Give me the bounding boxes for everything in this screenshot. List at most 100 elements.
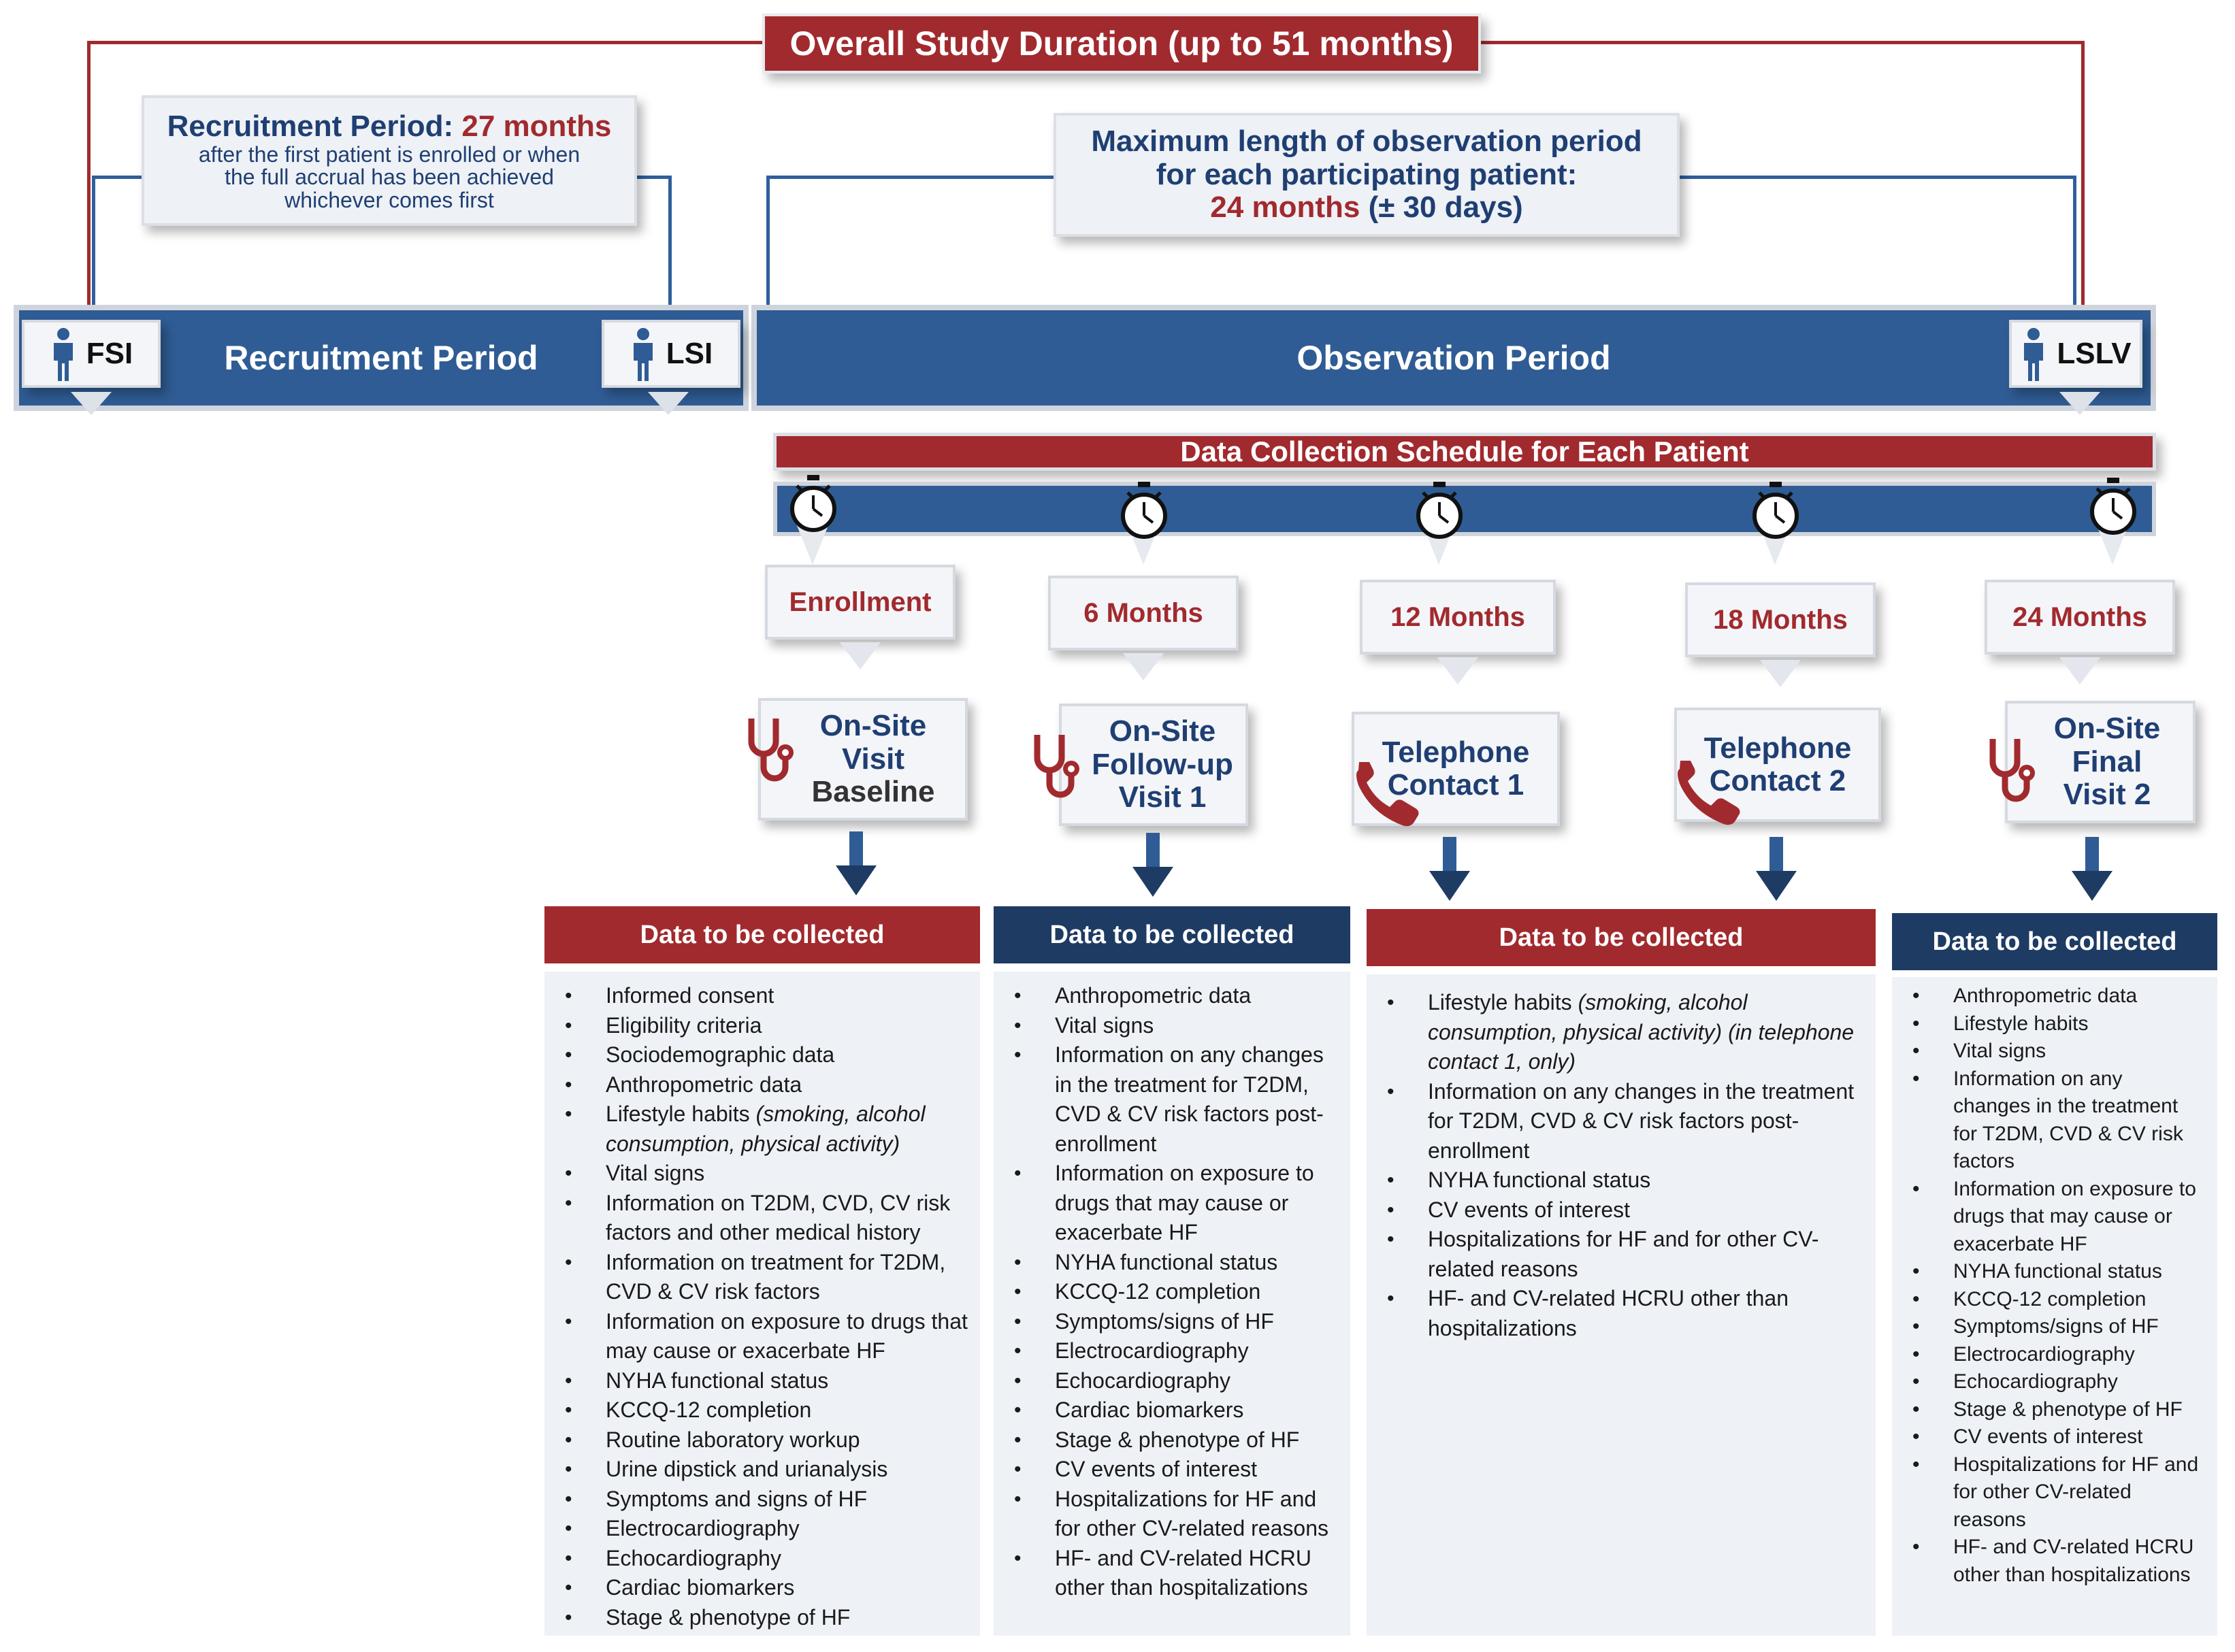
month-pointer-5 <box>2059 657 2100 684</box>
list-item: Sociodemographic data <box>544 1040 980 1070</box>
data-list-column-1: Informed consentEligibility criteriaSoci… <box>544 972 980 1636</box>
fsi-label: FSI <box>86 337 133 370</box>
data-list-column-3: Lifestyle habits (smoking, alcohol consu… <box>1367 974 1876 1636</box>
list-item: Electrocardiography <box>1892 1341 2217 1369</box>
phone-icon <box>1678 761 1740 825</box>
list-item: Lifestyle habits <box>1892 1010 2217 1038</box>
observation-period-band: Observation Period <box>751 305 2156 411</box>
month-box-18-months: 18 Months <box>1685 582 1876 657</box>
month-pointer-4 <box>1760 660 1801 687</box>
visit-box-follow-up-1: On-Site Follow-up Visit 1 <box>1059 704 1248 826</box>
obs-bracket-right-v <box>2073 176 2076 306</box>
recruit-bracket-right-h <box>633 176 671 179</box>
visit-box-final-2: On-Site Final Visit 2 <box>2005 701 2196 823</box>
recruit-bracket-left-v <box>92 176 95 306</box>
visit-box-telephone-2: Telephone Contact 2 <box>1674 708 1881 822</box>
list-item-text: Lifestyle habits <box>606 1102 756 1126</box>
list-item: Information on any changes in the treatm… <box>1892 1065 2217 1176</box>
list-item: Stage & phenotype of HF <box>544 1603 980 1633</box>
recruitment-line-1: after the first patient is enrolled or w… <box>198 142 581 167</box>
obs-bracket-left-h <box>766 176 1059 179</box>
month-box-6-months: 6 Months <box>1048 576 1239 650</box>
obs-bracket-right-h <box>1674 176 2076 179</box>
data-header-column-2: Data to be collected <box>994 906 1350 963</box>
month-box-24-months: 24 Months <box>1985 580 2175 655</box>
recruit-bracket-left-h <box>92 176 146 179</box>
list-item: Vital signs <box>544 1159 980 1189</box>
lsi-label: LSI <box>666 337 713 370</box>
list-item: CV events of interest <box>1892 1423 2217 1451</box>
down-arrow-icon <box>1429 837 1470 901</box>
list-item: KCCQ-12 completion <box>544 1395 980 1425</box>
list-item: Urine dipstick and urianalysis <box>544 1455 980 1485</box>
recruitment-period-heading: Recruitment Period: 27 months <box>167 109 612 143</box>
list-item: Echocardiography <box>1892 1368 2217 1396</box>
stethoscope-icon <box>748 718 794 782</box>
list-item-italic: (smoking, alcohol consumption, physical … <box>1428 990 1855 1074</box>
list-item: Echocardiography <box>994 1366 1350 1396</box>
down-arrow-icon <box>1756 837 1797 901</box>
list-item: Information on any changes in the treatm… <box>1367 1077 1876 1166</box>
overall-bracket-top-left <box>87 41 768 44</box>
list-item: HF- and CV-related HCRU other than hospi… <box>1892 1534 2217 1589</box>
list-item: Vital signs <box>1892 1038 2217 1065</box>
overall-bracket-left <box>87 41 91 306</box>
observation-line-2: for each participating patient: <box>1156 157 1578 191</box>
overall-bracket-top-right <box>1477 41 2084 44</box>
observation-line-3: 24 months (± 30 days) <box>1210 191 1523 225</box>
recruitment-period-label: Recruitment Period <box>224 339 538 377</box>
list-item: HF- and CV-related HCRU other than hospi… <box>1367 1284 1876 1343</box>
month-pointer-2 <box>1123 653 1164 680</box>
list-item: Information on any changes in the treatm… <box>994 1040 1350 1159</box>
list-item: NYHA functional status <box>994 1248 1350 1278</box>
schedule-timeline <box>773 482 2156 536</box>
month-box-12-months: 12 Months <box>1360 580 1556 655</box>
list-item: NYHA functional status <box>1367 1166 1876 1195</box>
list-item: NYHA functional status <box>1892 1258 2217 1286</box>
stopwatch-icon <box>790 475 836 532</box>
observation-line-1: Maximum length of observation period <box>1091 125 1642 159</box>
stethoscope-icon <box>1034 735 1079 798</box>
list-item: KCCQ-12 completion <box>994 1277 1350 1307</box>
list-item: Hospitalizations for HF and for other CV… <box>1892 1451 2217 1534</box>
fsi-pointer <box>71 392 112 415</box>
overall-bracket-right <box>2081 41 2085 306</box>
data-header-column-1: Data to be collected <box>544 906 980 963</box>
list-item: Electrocardiography <box>994 1336 1350 1366</box>
month-pointer-1 <box>840 642 881 670</box>
list-item: Eligibility criteria <box>544 1011 980 1041</box>
list-item: Information on exposure to drugs that ma… <box>1892 1176 2217 1259</box>
phone-icon <box>1356 762 1419 827</box>
list-item: Lifestyle habits (smoking, alcohol consu… <box>544 1100 980 1159</box>
list-item: CV events of interest <box>994 1455 1350 1485</box>
list-item: Stage & phenotype of HF <box>1892 1396 2217 1424</box>
list-item: CV events of interest <box>1367 1195 1876 1225</box>
list-item: Hospitalizations for HF and for other CV… <box>1367 1225 1876 1284</box>
list-item: Cardiac biomarkers <box>544 1573 980 1603</box>
list-item: Echocardiography <box>544 1544 980 1574</box>
lsi-tag: LSI <box>602 320 740 388</box>
recruitment-line-3: whichever comes first <box>284 187 494 212</box>
data-header-column-3: Data to be collected <box>1367 909 1876 966</box>
list-item: Information on T2DM, CVD, CV risk factor… <box>544 1189 980 1248</box>
list-item-text: Lifestyle habits <box>1428 990 1578 1014</box>
observation-period-label: Observation Period <box>1296 339 1611 377</box>
list-item: Symptoms/signs of HF <box>1892 1313 2217 1341</box>
list-item: Symptoms and signs of HF <box>544 1485 980 1515</box>
list-item: Information on exposure to drugs that ma… <box>544 1307 980 1366</box>
data-list-column-4: Anthropometric dataLifestyle habitsVital… <box>1892 977 2217 1636</box>
list-item: Anthropometric data <box>544 1070 980 1100</box>
list-item-italic: (smoking, alcohol consumption, physical … <box>606 1102 926 1156</box>
month-pointer-3 <box>1437 657 1478 684</box>
month-box-enrollment: Enrollment <box>765 565 956 640</box>
stopwatch-icon <box>1121 482 1167 539</box>
observation-period-box: Maximum length of observation period for… <box>1054 113 1680 237</box>
person-icon <box>2024 328 2044 381</box>
list-item: Symptoms/signs of HF <box>994 1307 1350 1337</box>
list-item: Stage & phenotype of HF <box>994 1425 1350 1455</box>
visit-box-baseline: On-Site Visit Baseline <box>758 698 968 821</box>
list-item: Routine laboratory workup <box>544 1425 980 1455</box>
data-list-column-2: Anthropometric dataVital signsInformatio… <box>994 972 1350 1636</box>
list-item: Information on treatment for T2DM, CVD &… <box>544 1248 980 1307</box>
list-item: Informed consent <box>544 981 980 1011</box>
